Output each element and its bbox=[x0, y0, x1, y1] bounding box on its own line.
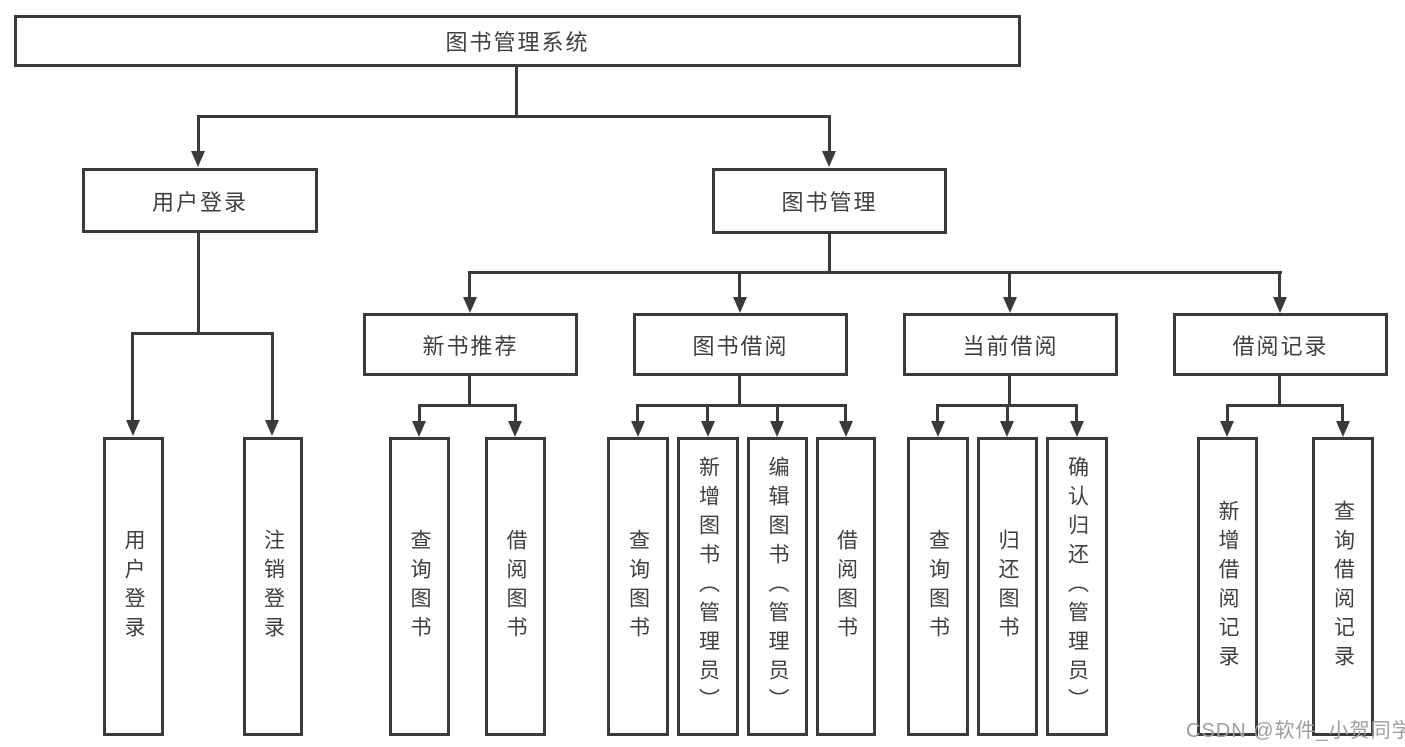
node-new-book-recommend: 新书推荐 bbox=[363, 313, 578, 376]
connector-line bbox=[1008, 376, 1011, 407]
node-new-book-recommend-label: 新书推荐 bbox=[422, 333, 519, 359]
leaf-query-books-current-label: 查询图书 bbox=[926, 528, 950, 645]
connector-line bbox=[1008, 271, 1011, 299]
connector-line bbox=[1341, 404, 1344, 422]
connector-line bbox=[418, 404, 517, 407]
csdn-watermark: CSDN @软件_小贺同学 bbox=[1186, 720, 1405, 742]
leaf-logout: 注销登录 bbox=[243, 437, 303, 736]
arrow-down-icon bbox=[1336, 421, 1350, 437]
arrow-down-icon bbox=[1003, 297, 1017, 313]
leaf-confirm-return-admin-label: 确认归还（管理员） bbox=[1065, 456, 1089, 717]
leaf-query-books-current: 查询图书 bbox=[907, 437, 969, 736]
leaf-query-books-recommend-label: 查询图书 bbox=[408, 528, 431, 645]
leaf-add-books-admin-label: 新增图书（管理员） bbox=[696, 456, 720, 717]
connector-line bbox=[418, 404, 421, 422]
connector-line bbox=[1226, 404, 1343, 407]
leaf-return-books-label: 归还图书 bbox=[996, 528, 1019, 645]
connector-line bbox=[1226, 404, 1229, 422]
connector-line bbox=[636, 404, 639, 422]
node-book-management: 图书管理 bbox=[712, 168, 947, 234]
arrow-down-icon bbox=[1273, 297, 1287, 313]
connector-line bbox=[131, 332, 134, 421]
node-current-borrow-label: 当前借阅 bbox=[962, 333, 1059, 359]
arrow-down-icon bbox=[265, 420, 279, 436]
arrow-down-icon bbox=[733, 297, 747, 313]
leaf-edit-books-admin-label: 编辑图书（管理员） bbox=[766, 456, 789, 717]
node-book-borrow: 图书借阅 bbox=[633, 313, 848, 376]
arrow-down-icon bbox=[839, 421, 853, 437]
arrow-down-icon bbox=[1220, 421, 1234, 437]
node-root-label: 图书管理系统 bbox=[445, 30, 590, 55]
node-book-borrow-label: 图书借阅 bbox=[692, 333, 789, 359]
connector-line bbox=[468, 271, 471, 299]
arrow-down-icon bbox=[1000, 421, 1014, 437]
connector-line bbox=[468, 376, 471, 407]
connector-line bbox=[636, 404, 846, 407]
leaf-logout-label: 注销登录 bbox=[261, 528, 285, 645]
connector-line bbox=[738, 271, 741, 299]
node-book-management-label: 图书管理 bbox=[781, 190, 878, 215]
connector-line bbox=[706, 404, 709, 422]
arrow-down-icon bbox=[126, 420, 140, 436]
connector-line bbox=[1278, 376, 1281, 407]
connector-line bbox=[738, 376, 741, 407]
connector-line bbox=[131, 332, 274, 335]
leaf-add-borrow-record-label: 新增借阅记录 bbox=[1216, 499, 1239, 674]
connector-line bbox=[844, 404, 847, 422]
arrow-down-icon bbox=[412, 421, 426, 437]
leaf-edit-books-admin: 编辑图书（管理员） bbox=[747, 437, 808, 736]
arrow-down-icon bbox=[701, 421, 715, 437]
node-borrow-record: 借阅记录 bbox=[1173, 313, 1388, 376]
connector-line bbox=[828, 115, 831, 153]
leaf-query-borrow-record: 查询借阅记录 bbox=[1312, 437, 1374, 736]
leaf-query-books-borrow: 查询图书 bbox=[607, 437, 669, 736]
connector-line bbox=[1006, 404, 1009, 422]
node-user-login-label: 用户登录 bbox=[151, 189, 248, 215]
arrow-down-icon bbox=[770, 421, 784, 437]
arrow-down-icon bbox=[822, 151, 836, 167]
connector-line bbox=[197, 115, 831, 118]
connector-line bbox=[197, 115, 200, 153]
connector-line bbox=[936, 404, 939, 422]
leaf-add-borrow-record: 新增借阅记录 bbox=[1197, 437, 1258, 736]
leaf-confirm-return-admin: 确认归还（管理员） bbox=[1046, 437, 1108, 736]
leaf-borrow-books: 借阅图书 bbox=[816, 437, 876, 736]
node-root: 图书管理系统 bbox=[14, 15, 1021, 67]
leaf-user-login: 用户登录 bbox=[103, 437, 164, 736]
connector-line bbox=[515, 66, 518, 117]
leaf-query-books-recommend: 查询图书 bbox=[389, 437, 450, 736]
connector-line bbox=[828, 233, 831, 273]
node-current-borrow: 当前借阅 bbox=[903, 313, 1118, 376]
arrow-down-icon bbox=[508, 421, 522, 437]
arrow-down-icon bbox=[191, 151, 205, 167]
leaf-borrow-books-recommend-label: 借阅图书 bbox=[504, 528, 527, 645]
arrow-down-icon bbox=[1070, 421, 1084, 437]
leaf-query-books-borrow-label: 查询图书 bbox=[626, 528, 650, 645]
leaf-return-books: 归还图书 bbox=[977, 437, 1038, 736]
leaf-query-borrow-record-label: 查询借阅记录 bbox=[1331, 499, 1355, 674]
node-user-login: 用户登录 bbox=[82, 168, 318, 233]
connector-line bbox=[776, 404, 779, 422]
arrow-down-icon bbox=[631, 421, 645, 437]
leaf-user-login-label: 用户登录 bbox=[122, 528, 145, 645]
leaf-add-books-admin: 新增图书（管理员） bbox=[677, 437, 739, 736]
connector-line bbox=[197, 233, 200, 334]
connector-line bbox=[1278, 271, 1281, 299]
node-borrow-record-label: 借阅记录 bbox=[1232, 333, 1329, 359]
leaf-borrow-books-label: 借阅图书 bbox=[834, 528, 858, 645]
connector-line bbox=[514, 404, 517, 422]
connector-line bbox=[468, 271, 1282, 274]
connector-line bbox=[1075, 404, 1078, 422]
connector-line bbox=[271, 332, 274, 421]
arrow-down-icon bbox=[463, 297, 477, 313]
leaf-borrow-books-recommend: 借阅图书 bbox=[485, 437, 546, 736]
arrow-down-icon bbox=[931, 421, 945, 437]
